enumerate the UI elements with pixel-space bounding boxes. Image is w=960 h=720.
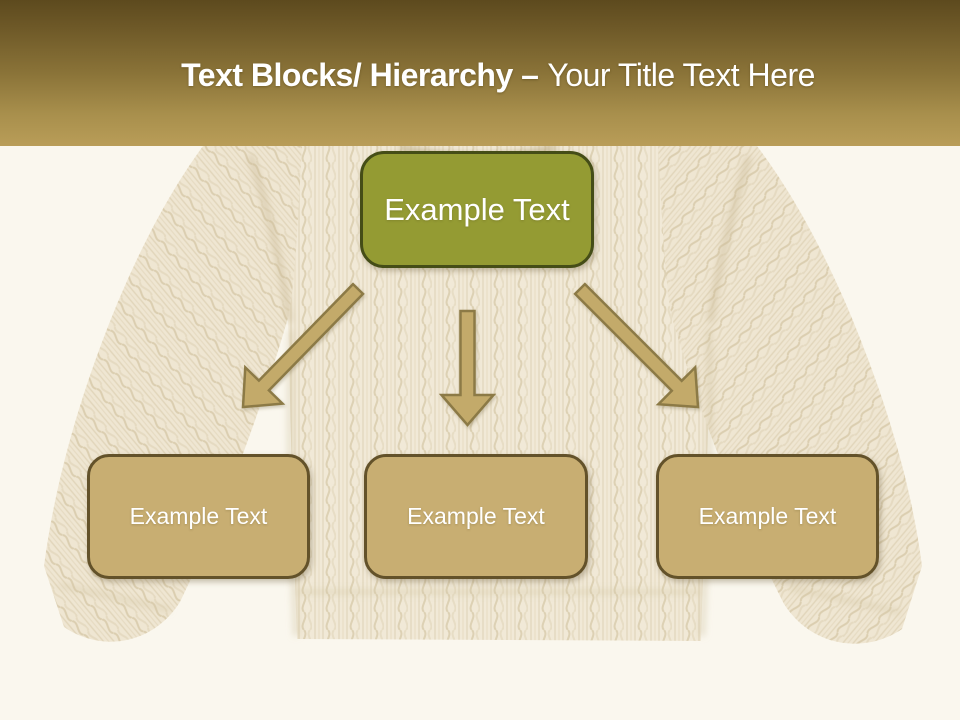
child-text-block-1-label: Example Text [129, 503, 268, 529]
slide-title-emphasis: Text Blocks/ Hierarchy – [181, 57, 539, 94]
child-text-block-3[interactable]: Example Text [656, 454, 879, 579]
child-text-block-2[interactable]: Example Text [364, 454, 588, 579]
arrow-down-icon [438, 309, 497, 427]
child-text-block-1[interactable]: Example Text [87, 454, 310, 579]
arrow-down-left-icon [241, 282, 365, 409]
root-text-block[interactable]: Example Text [360, 151, 594, 268]
child-text-block-2-label: Example Text [407, 503, 545, 529]
child-text-block-3-label: Example Text [698, 503, 837, 529]
arrow-down-right-icon [573, 282, 700, 409]
root-text-block-label: Example Text [384, 191, 570, 227]
slide-title: Text Blocks/ Hierarchy –Your Title Text … [145, 52, 815, 93]
title-bar: Text Blocks/ Hierarchy –Your Title Text … [0, 0, 960, 146]
slide-title-rest: Your Title Text Here [547, 57, 815, 94]
